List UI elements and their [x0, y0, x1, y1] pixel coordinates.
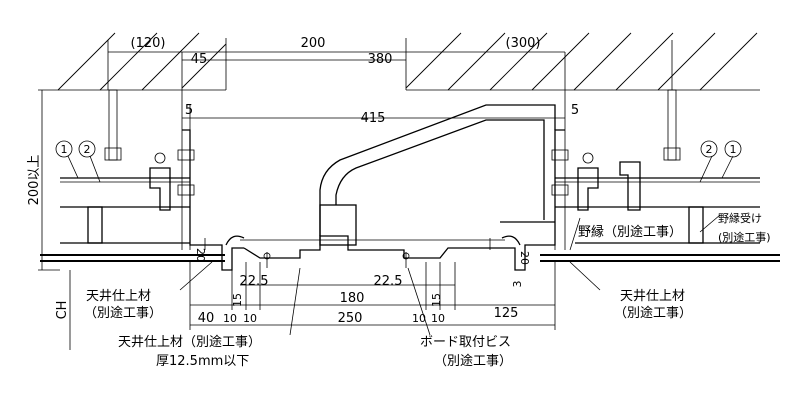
dim-250: 250 [338, 311, 363, 326]
label-board-1: ボード取付ビス [420, 335, 511, 350]
dim-40: 40 [198, 311, 215, 326]
dim-125: 125 [494, 306, 519, 321]
label-tenjo-right-1: 天井仕上材 [620, 289, 685, 304]
left-vertical-dimension [38, 89, 71, 350]
bottom-dimension-lines [189, 262, 556, 330]
hanger-rods [104, 89, 681, 161]
dimension-texts: (120) 200 (300) 45 380 5 415 5 200以上 CH … [27, 36, 579, 326]
leader-lines [67, 155, 734, 336]
marker-2-left: 2 [84, 143, 91, 156]
dim-15-right: 15 [430, 293, 443, 307]
dim-22-5-right: 22.5 [374, 274, 403, 289]
dim-22-5-left: 22.5 [240, 274, 269, 289]
marker-1-left: 1 [61, 143, 68, 156]
labels: 野縁（別途工事） 野縁受け (別途工事) 天井仕上材 （別途工事） 天井仕上材 … [84, 211, 771, 369]
dim-300: (300) [506, 36, 541, 51]
dim-10-d: 10 [431, 312, 445, 325]
dim-3: 3 [511, 281, 524, 288]
dim-10-b: 10 [243, 312, 257, 325]
top-dimension-lines [107, 40, 673, 250]
marker-1-right-circle [724, 140, 742, 158]
dim-ch: CH [55, 301, 70, 320]
marker-2-left-circle [78, 140, 96, 158]
label-noen-uke-sub: (別途工事) [718, 230, 771, 244]
label-noen-uke: 野縁受け [718, 211, 762, 225]
dim-200-top: 200 [301, 36, 326, 51]
circled-markers: 1 2 2 1 [55, 140, 742, 158]
dim-20-right: 20 [518, 251, 531, 265]
label-tenjo-bottom-2: 厚12.5mm以下 [156, 354, 249, 369]
dim-10-c: 10 [412, 312, 426, 325]
dim-15-left: 15 [231, 293, 244, 307]
diffuser-frame [182, 104, 565, 271]
ceiling-framing [40, 177, 780, 262]
marker-2-right: 2 [706, 143, 713, 156]
slab-hatching [57, 32, 760, 91]
label-tenjo-bottom-1: 天井仕上材（別途工事） [118, 334, 261, 350]
label-tenjo-left-1: 天井仕上材 [86, 289, 151, 304]
dim-20-left: 20 [194, 248, 207, 262]
dim-45: 45 [191, 52, 208, 67]
marker-1-left-circle [55, 140, 73, 158]
dim-200-ijo: 200以上 [27, 155, 42, 206]
label-tenjo-left-2: （別途工事） [84, 305, 162, 321]
marker-2-right-circle [700, 140, 718, 158]
dim-10-a: 10 [223, 312, 237, 325]
dim-5-left: 5 [185, 103, 193, 118]
label-noen: 野縁（別途工事） [578, 224, 682, 240]
dim-180: 180 [340, 291, 365, 306]
bolts [149, 149, 641, 268]
dim-120: (120) [131, 36, 166, 51]
dim-415: 415 [361, 111, 386, 126]
label-tenjo-right-2: （別途工事） [614, 305, 692, 321]
dim-380: 380 [368, 52, 393, 67]
label-board-2: （別途工事） [434, 353, 512, 369]
marker-1-right: 1 [730, 143, 737, 156]
dim-5-right: 5 [571, 103, 579, 118]
